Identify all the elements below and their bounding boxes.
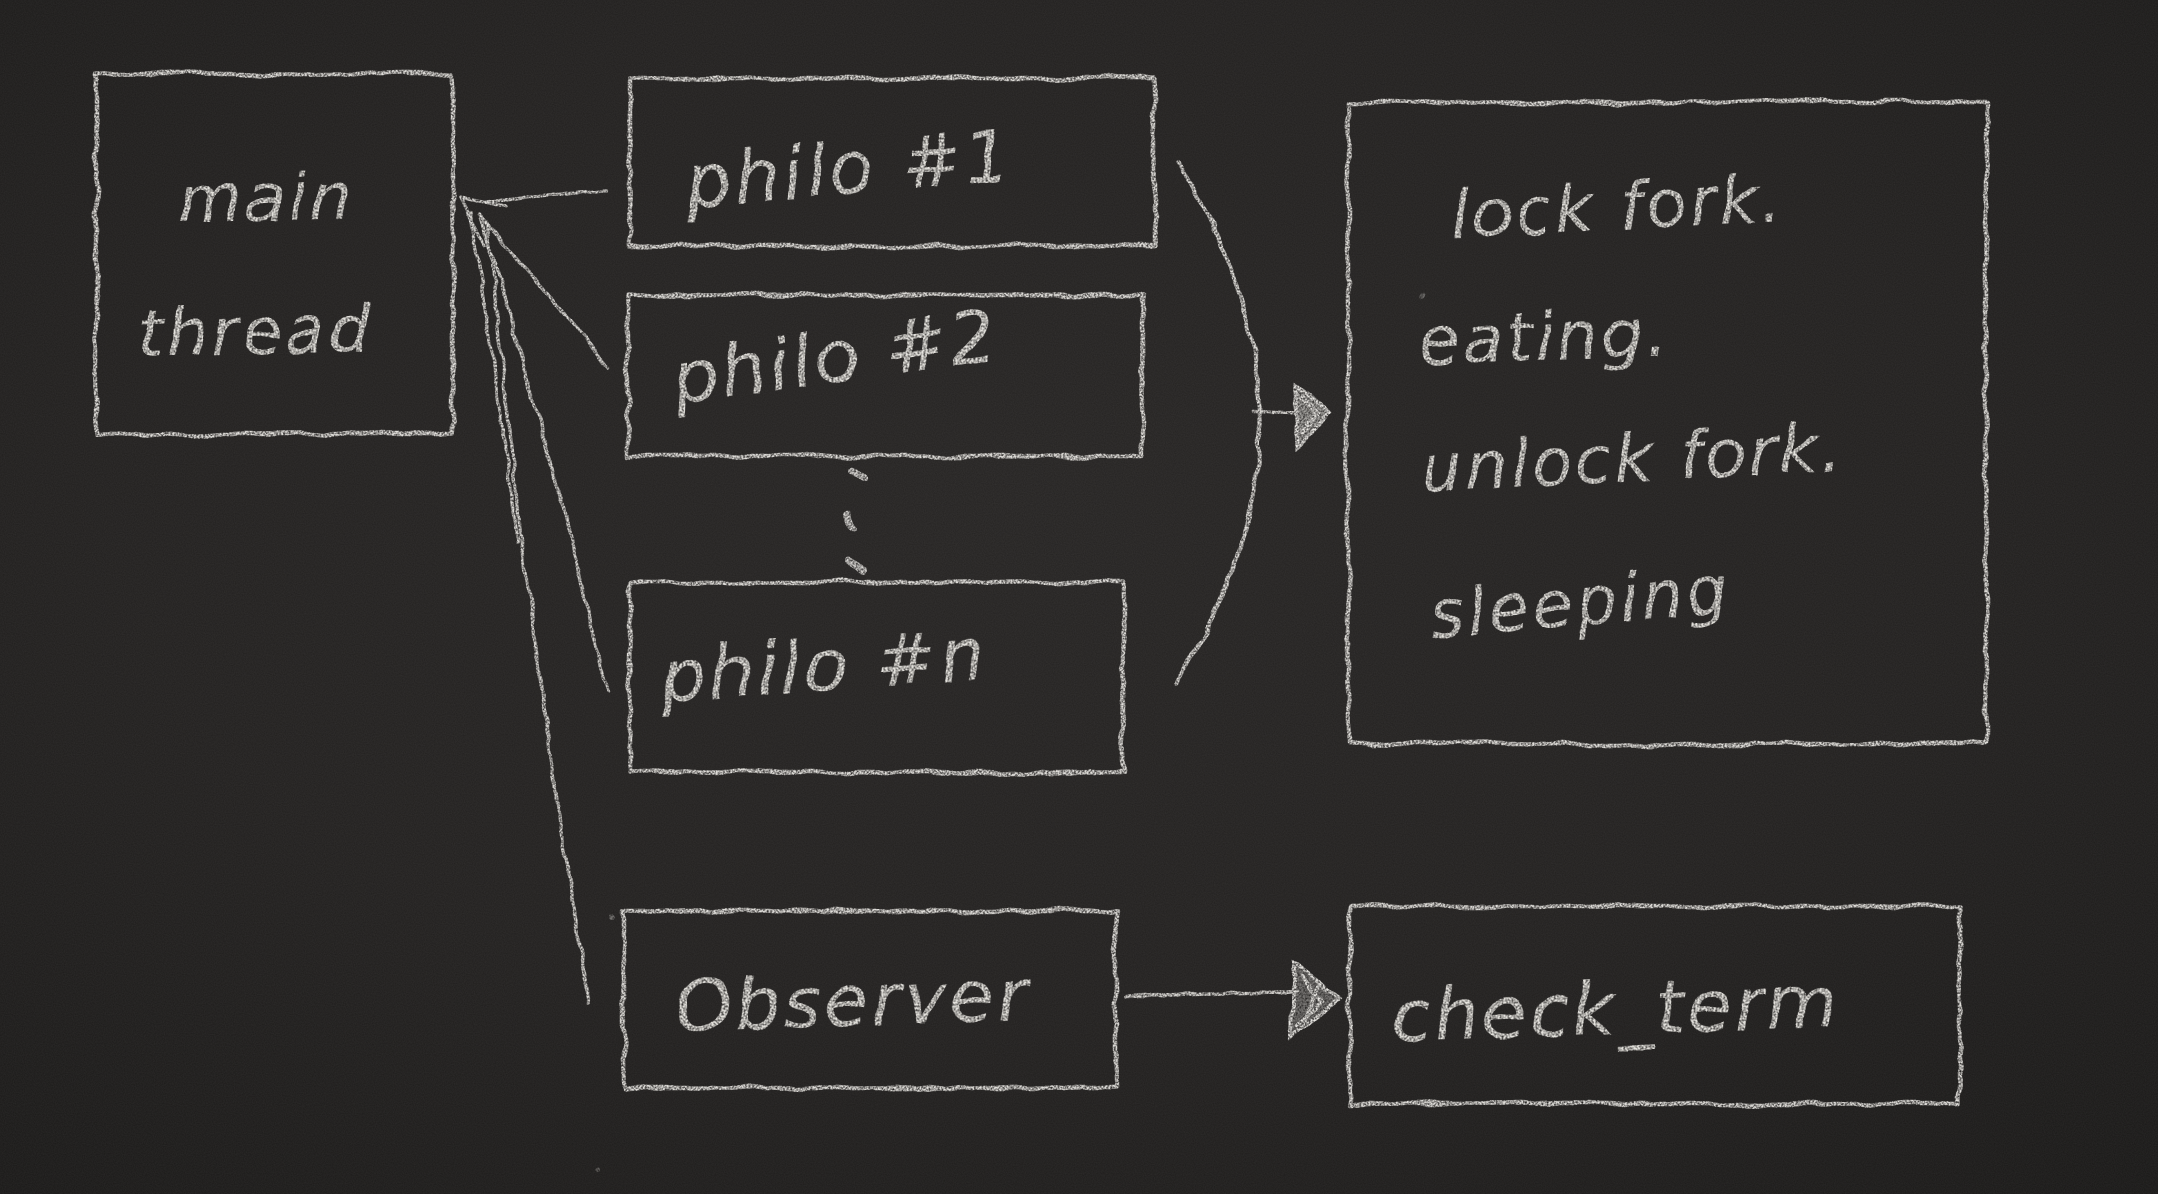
check-term-box (1347, 903, 1963, 1107)
main-arrowhead-icon (458, 196, 507, 248)
philo1-to-main-connector (484, 187, 608, 204)
ellipsis-dot-1 (846, 466, 868, 482)
philon-to-main-connector (479, 214, 609, 692)
chalk-speck-1 (609, 914, 615, 920)
philo-2-box (625, 292, 1145, 460)
routines-arrowhead-scribble (1298, 395, 1321, 435)
routines-label-line2: eating. (1418, 294, 1672, 380)
main-thread-label-line2: thread (137, 291, 374, 372)
checkterm-arrowhead-scribble (1296, 976, 1324, 1026)
philos-to-routines-curve (1173, 159, 1262, 685)
chalk-speck-3 (1421, 294, 1427, 300)
observer-label: Observer (674, 953, 1032, 1049)
routines-label-line1: lock fork. (1449, 160, 1787, 254)
observer-to-main-connector (486, 220, 591, 1006)
observer-box (621, 908, 1119, 1091)
ellipsis-dot-2 (845, 510, 858, 532)
philo-1-box (627, 75, 1157, 249)
main-thread-label-line1: main (177, 158, 355, 238)
philos-to-routines-arrow-stem (1251, 409, 1298, 416)
philon-to-main-connector-stray-stroke (469, 210, 521, 545)
chalk-speck-2 (595, 1165, 601, 1171)
philo-n-box (627, 579, 1127, 775)
check-term-label: check_term (1390, 959, 1842, 1059)
philo2-to-main-connector (478, 212, 611, 370)
main-thread-box (93, 71, 456, 437)
ellipsis-dot-3 (844, 558, 866, 575)
observer-to-checkterm-connector (1124, 990, 1298, 999)
routines-box (1345, 99, 1989, 747)
